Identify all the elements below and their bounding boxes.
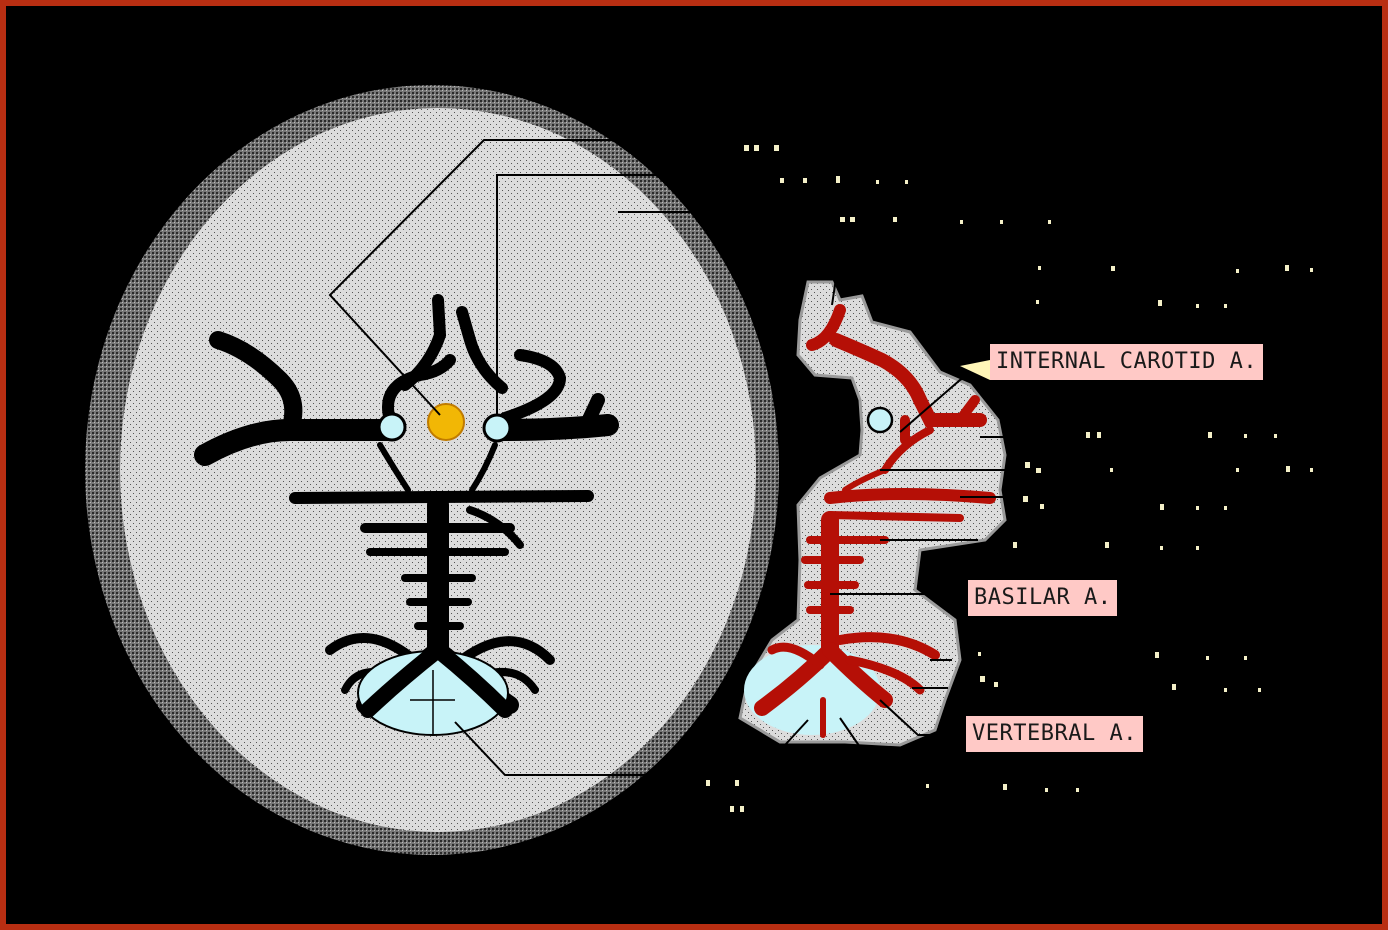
right-optic-marker-2: [868, 408, 892, 432]
vertebral-label: VERTEBRAL A.: [966, 716, 1143, 752]
internal-carotid-label: INTERNAL CAROTID A.: [990, 344, 1263, 380]
pituitary-stalk: [428, 404, 464, 440]
brain-base-view: [85, 85, 779, 855]
left-optic-marker: [379, 414, 405, 440]
basilar-label: BASILAR A.: [968, 580, 1117, 616]
right-optic-marker: [484, 415, 510, 441]
